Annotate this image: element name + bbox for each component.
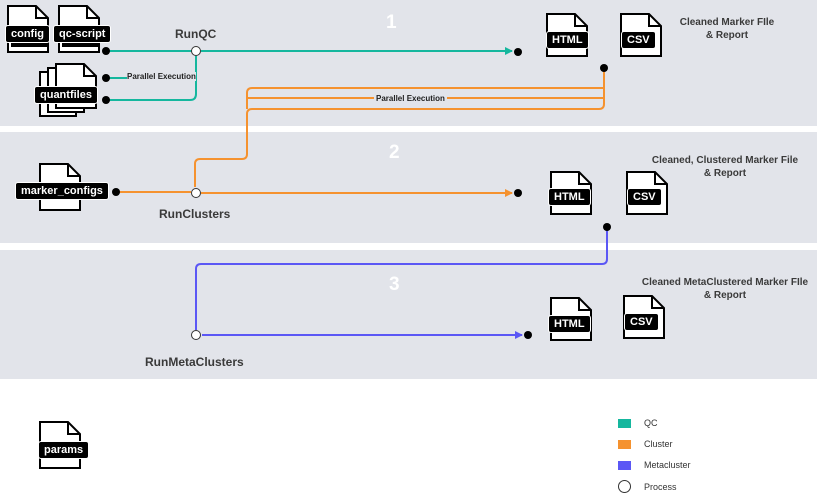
marker-configs-tag: marker_configs: [15, 182, 109, 200]
stage2-report-port: [603, 223, 611, 231]
parallel-edge-upper: [246, 87, 604, 109]
config-tag: config: [5, 25, 50, 43]
parallel-execution-label-qc: Parallel Execution: [127, 72, 196, 81]
stage-2-number: 2: [389, 142, 400, 163]
legend-label-process: Process: [644, 481, 677, 492]
stage3-output-port: [524, 331, 532, 339]
quantfiles-to-runqc-edge-b: [106, 78, 197, 101]
legend-swatch-cluster: [618, 439, 631, 449]
parallel-execution-label-cluster: Parallel Execution: [374, 94, 447, 103]
quantfiles-tag: quantfiles: [34, 86, 98, 104]
stage2-html-tag: HTML: [548, 188, 591, 206]
stage-1-band: [0, 0, 817, 126]
legend-item-cluster: Cluster: [618, 439, 673, 449]
stage1-to-runclusters-edge: [194, 68, 605, 187]
runclusters-process-node: [191, 188, 201, 198]
legend-label-qc: QC: [644, 418, 658, 428]
runmetaclusters-process-node: [191, 330, 201, 340]
stage-1-number: 1: [386, 12, 397, 33]
stage1-outputs-title: Cleaned Marker FIle & Report: [679, 17, 775, 41]
stage2-outputs-title: Cleaned, Clustered Marker File & Report: [651, 155, 799, 179]
metacluster-edges: [195, 227, 608, 339]
qc-script-tag: qc-script: [53, 25, 112, 43]
runclusters-label: RunClusters: [159, 207, 231, 221]
legend-swatch-metacluster: [618, 460, 631, 470]
marker-configs-port: [112, 188, 120, 196]
legend-label-metacluster: Metacluster: [644, 460, 691, 470]
stage3-outputs-title: Cleaned MetaClustered Marker FIle & Repo…: [641, 277, 809, 301]
config-port: [102, 47, 110, 55]
legend-label-cluster: Cluster: [644, 439, 673, 449]
stage-3-band: [0, 250, 817, 379]
legend-item-metacluster: Metacluster: [618, 460, 691, 470]
legend-process-circle-icon: [618, 480, 631, 493]
stage1-output-port: [514, 48, 522, 56]
stage1-html-tag: HTML: [546, 31, 589, 49]
legend-item-qc: QC: [618, 418, 658, 428]
stage-2-band: [0, 132, 817, 243]
quantfiles-port-b: [102, 96, 110, 104]
runmetaclusters-label: RunMetaClusters: [145, 355, 244, 369]
stage2-output-port: [514, 189, 522, 197]
stage1-report-port: [600, 64, 608, 72]
stage1-csv-tag: CSV: [621, 31, 656, 49]
legend-swatch-qc: [618, 418, 631, 428]
quantfiles-port-a: [102, 74, 110, 82]
stage3-html-tag: HTML: [548, 315, 591, 333]
runqc-label: RunQC: [175, 27, 217, 41]
endpoint-dots: [102, 47, 611, 339]
stage-3-number: 3: [389, 274, 400, 295]
runqc-process-node: [191, 46, 201, 56]
params-tag: params: [38, 441, 90, 459]
stage3-csv-tag: CSV: [624, 313, 659, 331]
process-nodes: [191, 46, 201, 340]
legend-item-process: Process: [618, 480, 677, 493]
stage2-to-runmetaclusters-edge: [195, 227, 608, 330]
stage2-csv-tag: CSV: [627, 188, 662, 206]
cluster-edges: [118, 68, 605, 197]
